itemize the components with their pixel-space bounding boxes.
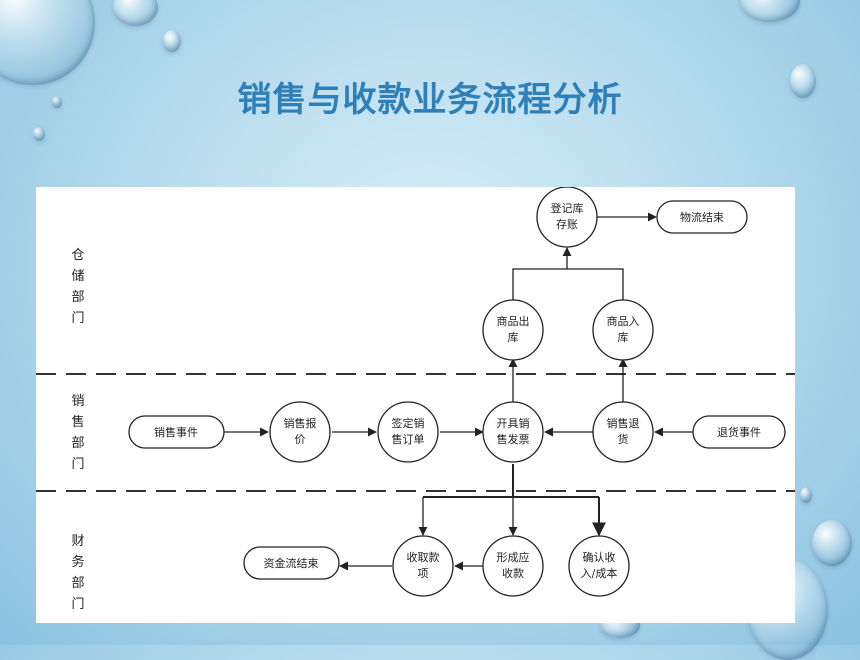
svg-text:物流结束: 物流结束	[680, 210, 724, 224]
svg-text:财: 财	[71, 534, 84, 549]
svg-text:仓: 仓	[71, 248, 84, 263]
svg-text:门: 门	[71, 457, 84, 472]
svg-text:收款: 收款	[502, 566, 524, 580]
node-collect: 收取款 项	[392, 535, 454, 597]
water-droplet	[163, 30, 181, 52]
water-droplet	[740, 0, 800, 22]
svg-text:储: 储	[71, 269, 84, 284]
svg-text:退货事件: 退货事件	[717, 425, 761, 439]
node-invoice: 开具销 售发票	[482, 401, 544, 463]
svg-text:存账: 存账	[556, 217, 578, 231]
connectors	[224, 212, 693, 571]
connector-goods-to-register	[512, 268, 624, 300]
diagram-panel: 仓 储 部 门 销 售 部 门 财 务 部 门	[36, 186, 795, 623]
svg-text:门: 门	[71, 311, 84, 326]
svg-text:签定销: 签定销	[392, 416, 425, 430]
svg-text:门: 门	[71, 597, 84, 612]
node-sales-event: 销售事件	[128, 415, 225, 449]
svg-text:形成应: 形成应	[497, 550, 530, 564]
svg-text:销售报: 销售报	[284, 416, 317, 430]
water-droplet	[812, 520, 852, 566]
lane-label-warehouse: 仓 储 部 门	[71, 248, 84, 326]
flowchart: 仓 储 部 门 销 售 部 门 财 务 部 门	[36, 186, 795, 612]
svg-text:商品入: 商品入	[607, 314, 640, 328]
svg-text:销售事件: 销售事件	[154, 425, 198, 439]
svg-text:售: 售	[71, 414, 84, 430]
svg-text:库: 库	[618, 331, 629, 344]
svg-text:项: 项	[418, 567, 429, 580]
water-droplet	[33, 127, 45, 141]
svg-text:货: 货	[618, 432, 629, 446]
water-droplet	[52, 96, 62, 108]
svg-text:商品出: 商品出	[497, 314, 530, 328]
svg-text:部: 部	[71, 576, 84, 591]
svg-text:务: 务	[71, 554, 84, 570]
svg-text:部: 部	[71, 436, 84, 451]
lane-label-finance: 财 务 部 门	[71, 534, 84, 612]
svg-text:资金流结束: 资金流结束	[264, 556, 319, 570]
svg-text:销售退: 销售退	[607, 416, 640, 430]
node-goods-in: 商品入 库	[592, 299, 654, 361]
svg-text:售发票: 售发票	[497, 432, 530, 446]
water-droplet	[800, 487, 812, 503]
node-register: 登记库 存账	[536, 186, 598, 248]
water-droplet	[790, 64, 816, 98]
node-funds-end: 资金流结束	[243, 546, 340, 580]
svg-text:收取款: 收取款	[407, 550, 440, 564]
lane-label-sales: 销 售 部 门	[71, 394, 84, 472]
svg-text:登记库: 登记库	[551, 201, 584, 215]
svg-text:库: 库	[508, 331, 519, 344]
node-logistics-end: 物流结束	[656, 200, 748, 234]
svg-text:开具销: 开具销	[497, 416, 530, 430]
node-sales-return: 销售退 货	[592, 401, 654, 463]
svg-text:确认收: 确认收	[583, 550, 616, 564]
svg-text:售订单: 售订单	[392, 432, 425, 446]
svg-text:入/成本: 入/成本	[581, 566, 618, 580]
svg-text:部: 部	[71, 290, 84, 305]
water-droplet	[113, 0, 158, 26]
svg-text:价: 价	[295, 433, 306, 446]
slide-title: 销售与收款业务流程分析	[237, 80, 623, 120]
svg-text:销: 销	[71, 394, 84, 409]
node-goods-out: 商品出 库	[482, 299, 544, 361]
node-sign-order: 签定销 售订单	[377, 401, 439, 463]
node-confirm: 确认收 入/成本	[568, 535, 630, 597]
node-receivable: 形成应 收款	[482, 535, 544, 597]
node-return-event: 退货事件	[692, 415, 786, 449]
node-sales-quote: 销售报 价	[269, 401, 331, 463]
